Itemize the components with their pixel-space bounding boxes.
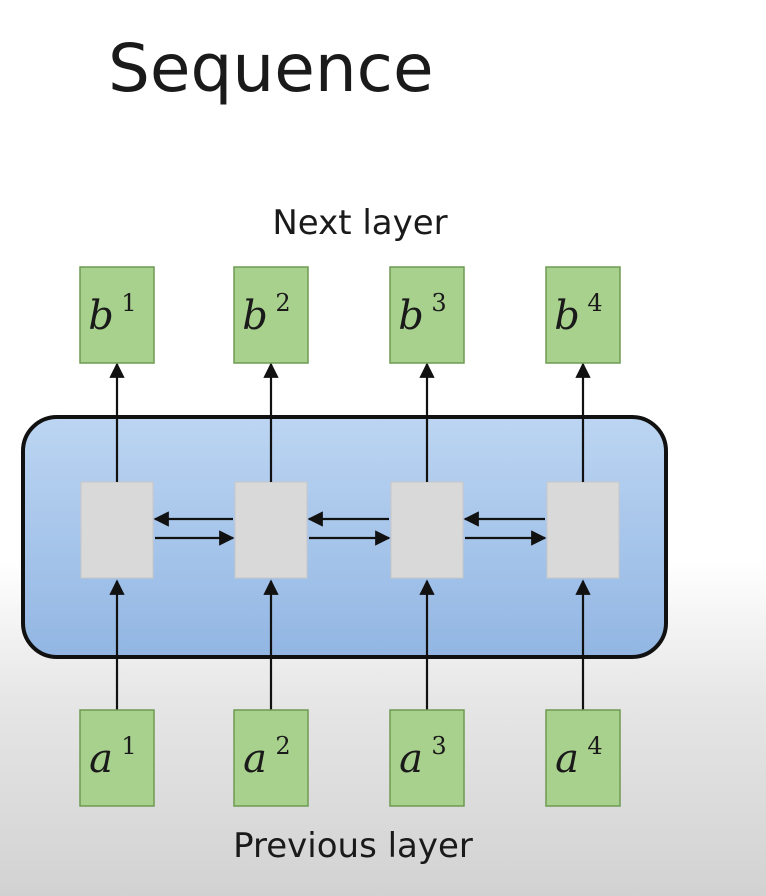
hidden-cell xyxy=(234,481,308,579)
output-vector-2-box xyxy=(233,266,309,364)
output-vector-4-box xyxy=(545,266,621,364)
output-vector-1-box xyxy=(79,266,155,364)
input-vector-2-index: 2 xyxy=(275,732,290,760)
hidden-cell xyxy=(546,481,620,579)
input-vector-3-box xyxy=(389,709,465,807)
output-vector-2-index: 2 xyxy=(275,289,290,317)
hidden-cell xyxy=(80,481,154,579)
output-vector-3-index: 3 xyxy=(431,289,446,317)
input-vector-3-symbol: a xyxy=(399,736,423,782)
output-vector-3-symbol: b xyxy=(398,293,424,339)
input-vector-1-index: 1 xyxy=(121,732,136,760)
input-vector-4-index: 4 xyxy=(587,732,602,760)
hidden-cell xyxy=(390,481,464,579)
output-vector-1-symbol: b xyxy=(88,293,114,339)
output-vector-4-index: 4 xyxy=(587,289,602,317)
output-vector-3-box xyxy=(389,266,465,364)
output-vector-4-symbol: b xyxy=(554,293,580,339)
input-vector-4-box xyxy=(545,709,621,807)
input-vector-1-symbol: a xyxy=(89,736,113,782)
input-vector-2-box xyxy=(233,709,309,807)
input-vector-2-symbol: a xyxy=(243,736,267,782)
slide-title: Sequence xyxy=(108,30,434,107)
output-vector-2-symbol: b xyxy=(242,293,268,339)
input-vector-4-symbol: a xyxy=(555,736,579,782)
previous-layer-label: Previous layer xyxy=(233,826,473,866)
output-vector-1-index: 1 xyxy=(121,289,136,317)
next-layer-label: Next layer xyxy=(272,203,448,243)
input-vector-3-index: 3 xyxy=(431,732,446,760)
input-vector-1-box xyxy=(79,709,155,807)
